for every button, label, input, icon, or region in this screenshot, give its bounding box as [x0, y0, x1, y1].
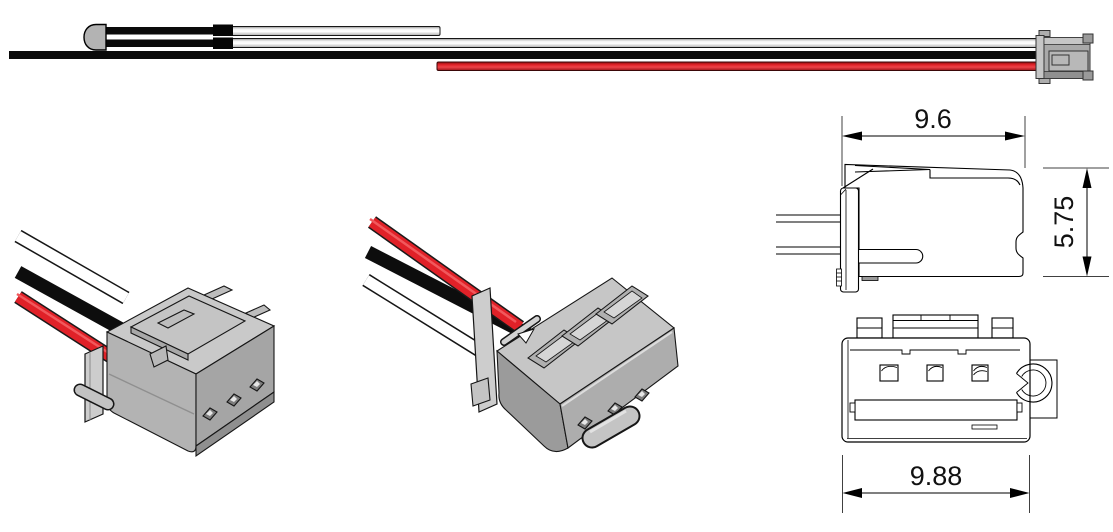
wire-white-short — [230, 26, 441, 36]
dimension-label-bottom-width: 9.88 — [910, 461, 963, 491]
latch-bump — [581, 405, 641, 449]
dimension-top-width: 9.6 — [841, 104, 1026, 186]
pin-holes — [202, 378, 265, 421]
connector-housing — [496, 277, 679, 453]
wire-white — [14, 229, 130, 305]
sensor-lead-bottom — [104, 39, 216, 47]
connector-front-outline — [841, 314, 1058, 443]
heat-shrink-top — [213, 24, 233, 36]
slots — [527, 285, 649, 369]
latch-pin — [73, 383, 115, 411]
pin-holes — [879, 364, 989, 382]
retainer-plate — [836, 187, 860, 293]
dimension-height: 5.75 — [1043, 167, 1109, 277]
side-dimension-drawing: 9.6 5.75 — [776, 104, 1109, 293]
latch-bar — [849, 399, 1023, 421]
sensor-lead-top — [104, 27, 216, 35]
wire-black — [9, 51, 1040, 59]
cable-end-connector — [1035, 30, 1094, 84]
wires-side — [776, 214, 841, 255]
polarization-boss — [1016, 363, 1053, 403]
wire-white — [230, 38, 1041, 48]
heat-shrink-bottom — [213, 37, 233, 49]
dimension-label-top-width: 9.6 — [914, 104, 952, 134]
retainer-plate — [1035, 35, 1045, 79]
retainer-plate — [84, 345, 104, 423]
wire-red — [436, 61, 1041, 71]
cable-assembly-overview — [9, 23, 1094, 84]
connector-3d-render-top — [362, 216, 679, 453]
connector-housing — [105, 285, 276, 458]
wire-white — [362, 274, 486, 358]
thermistor-bead — [83, 23, 107, 51]
front-dimension-drawing: 9.88 — [841, 314, 1058, 513]
dimension-label-height: 5.75 — [1049, 196, 1079, 249]
retainer-plate — [470, 287, 498, 413]
pin-holes — [577, 388, 650, 430]
wire-red — [367, 216, 525, 333]
connector-3d-render-front — [14, 229, 276, 458]
dimension-bottom-width: 9.88 — [842, 455, 1030, 513]
connector-side-outline — [776, 163, 1024, 293]
wire-black — [14, 266, 134, 340]
